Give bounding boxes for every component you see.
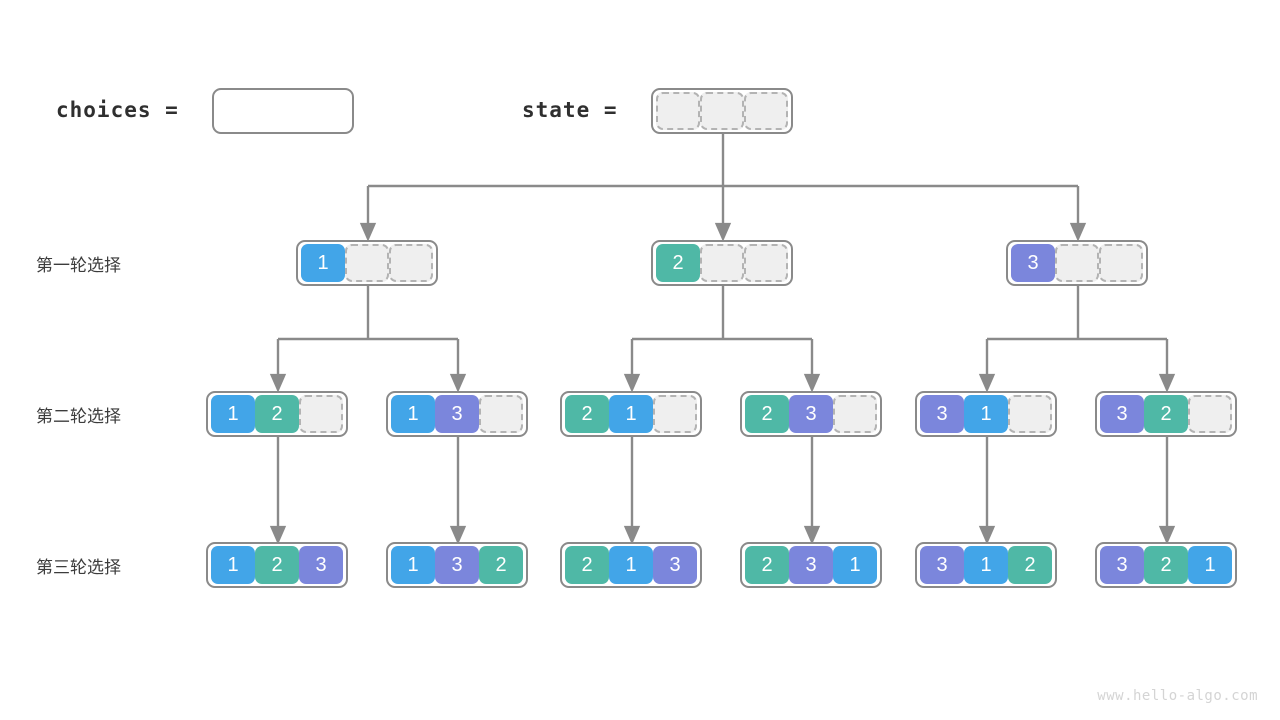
watermark: www.hello-algo.com	[1097, 688, 1258, 704]
level1-node-1-cell-1	[700, 244, 744, 282]
level3-node-2: 2 1 3	[560, 542, 702, 588]
level2-node-1: 1 3	[386, 391, 528, 437]
level2-node-0-cell-1: 2	[255, 395, 299, 433]
level1-node-2: 3	[1006, 240, 1148, 286]
level3-node-1: 1 3 2	[386, 542, 528, 588]
state-cell-1	[700, 92, 744, 130]
level2-node-3: 2 3	[740, 391, 882, 437]
level2-node-4-cell-2	[1008, 395, 1052, 433]
level3-node-4-cell-2: 2	[1008, 546, 1052, 584]
row-label-round-3: 第三轮选择	[36, 558, 121, 577]
level1-node-1: 2	[651, 240, 793, 286]
choices-cell-1: 2	[277, 99, 289, 122]
level2-node-5-cell-2	[1188, 395, 1232, 433]
level2-node-2-cell-1: 1	[609, 395, 653, 433]
level3-node-2-cell-0: 2	[565, 546, 609, 584]
level3-node-1-cell-1: 3	[435, 546, 479, 584]
level1-node-0-cell-1	[345, 244, 389, 282]
level3-node-5-cell-1: 2	[1144, 546, 1188, 584]
state-label: state =	[522, 98, 618, 122]
level3-node-3-cell-2: 1	[833, 546, 877, 584]
level2-node-0-cell-0: 1	[211, 395, 255, 433]
level2-node-4-cell-1: 1	[964, 395, 1008, 433]
level2-node-1-cell-1: 3	[435, 395, 479, 433]
level3-node-1-cell-2: 2	[479, 546, 523, 584]
level1-node-0-cell-0: 1	[301, 244, 345, 282]
level1-node-0: 1	[296, 240, 438, 286]
state-array	[651, 88, 793, 134]
level2-node-2: 2 1	[560, 391, 702, 437]
level3-node-3-cell-0: 2	[745, 546, 789, 584]
state-cell-2	[744, 92, 788, 130]
level3-node-5-cell-0: 3	[1100, 546, 1144, 584]
level2-node-2-cell-0: 2	[565, 395, 609, 433]
level3-node-3-cell-1: 3	[789, 546, 833, 584]
level2-node-1-cell-0: 1	[391, 395, 435, 433]
level3-node-5: 3 2 1	[1095, 542, 1237, 588]
level3-node-4-cell-1: 1	[964, 546, 1008, 584]
level3-node-5-cell-2: 1	[1188, 546, 1232, 584]
level1-node-0-cell-2	[389, 244, 433, 282]
level3-node-3: 2 3 1	[740, 542, 882, 588]
level1-node-1-cell-2	[744, 244, 788, 282]
level2-node-3-cell-0: 2	[745, 395, 789, 433]
level3-node-0-cell-1: 2	[255, 546, 299, 584]
level3-node-0: 1 2 3	[206, 542, 348, 588]
level1-node-2-cell-1	[1055, 244, 1099, 282]
level1-node-1-cell-0: 2	[656, 244, 700, 282]
choices-cell-2: 3	[321, 99, 333, 122]
level2-node-4-cell-0: 3	[920, 395, 964, 433]
level2-node-5-cell-1: 2	[1144, 395, 1188, 433]
row-label-round-2: 第二轮选择	[36, 407, 121, 426]
level2-node-5-cell-0: 3	[1100, 395, 1144, 433]
level2-node-3-cell-1: 3	[789, 395, 833, 433]
level1-node-2-cell-2	[1099, 244, 1143, 282]
level2-node-0: 1 2	[206, 391, 348, 437]
level2-node-1-cell-2	[479, 395, 523, 433]
state-cell-0	[656, 92, 700, 130]
row-label-round-1: 第一轮选择	[36, 256, 121, 275]
choices-cell-0: 1	[233, 99, 245, 122]
level3-node-0-cell-0: 1	[211, 546, 255, 584]
level2-node-0-cell-2	[299, 395, 343, 433]
level2-node-2-cell-2	[653, 395, 697, 433]
level3-node-4-cell-0: 3	[920, 546, 964, 584]
level3-node-1-cell-0: 1	[391, 546, 435, 584]
choices-label: choices =	[56, 98, 179, 122]
level3-node-2-cell-2: 3	[653, 546, 697, 584]
level3-node-2-cell-1: 1	[609, 546, 653, 584]
level2-node-3-cell-2	[833, 395, 877, 433]
level2-node-5: 3 2	[1095, 391, 1237, 437]
level3-node-4: 3 1 2	[915, 542, 1057, 588]
choices-array: 1 2 3	[212, 88, 354, 134]
level2-node-4: 3 1	[915, 391, 1057, 437]
level3-node-0-cell-2: 3	[299, 546, 343, 584]
level1-node-2-cell-0: 3	[1011, 244, 1055, 282]
